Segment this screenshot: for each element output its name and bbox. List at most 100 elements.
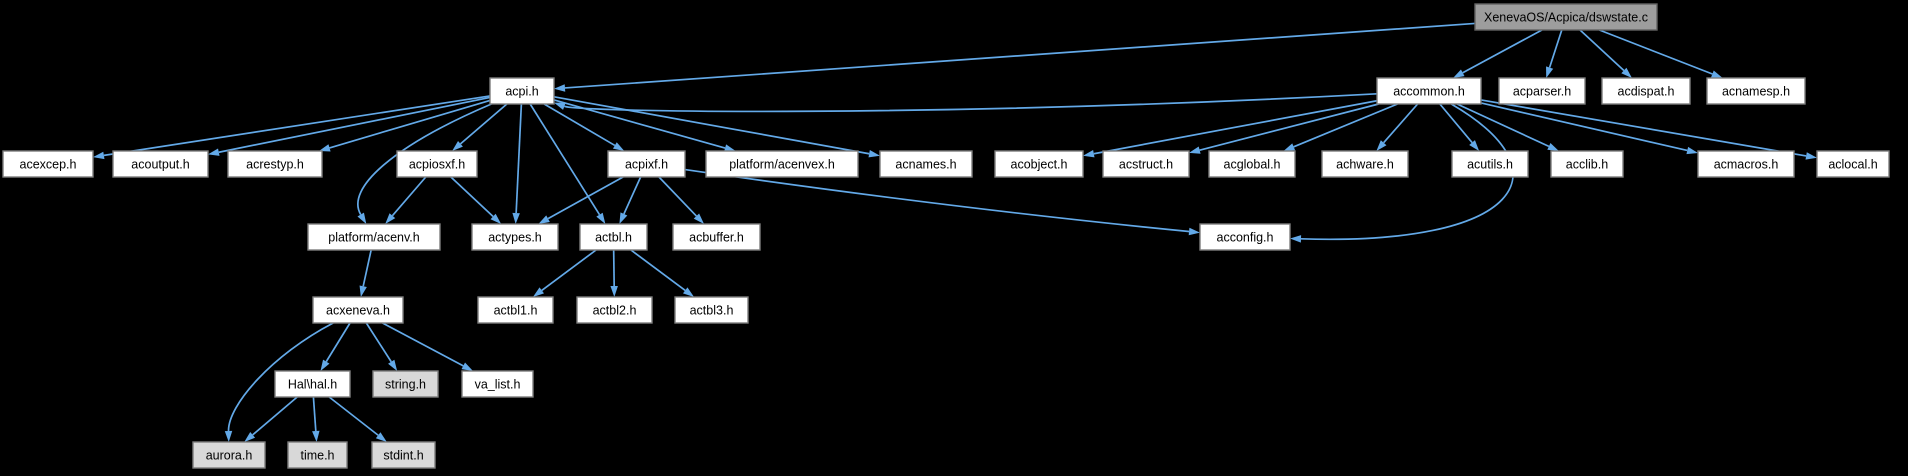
graph-node-acexcep[interactable]: acexcep.h: [2, 150, 94, 178]
node-label-actypes: actypes.h: [488, 231, 542, 245]
arrowhead-hal-stdint: [375, 432, 387, 442]
arrowhead-accommon-acmacros: [1686, 146, 1698, 155]
graph-node-hal[interactable]: Hal\hal.h: [274, 370, 351, 398]
node-box-acenv[interactable]: [307, 223, 441, 251]
graph-node-accommon[interactable]: accommon.h: [1376, 77, 1482, 105]
node-box-actbl1[interactable]: [477, 296, 554, 324]
graph-node-acnamesp[interactable]: acnamesp.h: [1706, 77, 1806, 105]
graph-node-acpiosxf[interactable]: acpiosxf.h: [396, 150, 478, 178]
node-box-acparser[interactable]: [1498, 77, 1586, 105]
graph-node-actbl3[interactable]: actbl3.h: [674, 296, 749, 324]
node-box-time[interactable]: [287, 441, 348, 469]
node-box-acrestyp[interactable]: [227, 150, 323, 178]
node-box-actbl[interactable]: [579, 223, 648, 251]
node-box-acxeneva[interactable]: [312, 296, 404, 324]
edge-acxeneva-va_list: [382, 322, 464, 367]
node-box-acpiosxf[interactable]: [396, 150, 478, 178]
node-box-aurora[interactable]: [192, 441, 266, 469]
graph-node-acobject[interactable]: acobject.h: [994, 150, 1084, 178]
node-box-acexcep[interactable]: [2, 150, 94, 178]
node-box-achware[interactable]: [1321, 150, 1409, 178]
graph-node-acenvex[interactable]: platform/acenvex.h: [705, 150, 859, 178]
arrowhead-acpixf-actypes: [538, 215, 550, 224]
arrowhead-accommon-acpi: [554, 102, 566, 110]
graph-node-acrestyp[interactable]: acrestyp.h: [227, 150, 323, 178]
graph-node-actypes[interactable]: actypes.h: [471, 223, 559, 251]
arrowhead-acpiosxf-acenv: [385, 213, 396, 224]
node-label-acenvex: platform/acenvex.h: [729, 158, 835, 172]
graph-node-acmacros[interactable]: acmacros.h: [1697, 150, 1795, 178]
node-box-acnames[interactable]: [879, 150, 973, 178]
graph-node-actbl2[interactable]: actbl2.h: [576, 296, 653, 324]
arrowhead-acpi-actbl: [596, 212, 606, 224]
edge-acxeneva-string: [365, 322, 392, 363]
node-box-va_list[interactable]: [461, 370, 534, 398]
graph-node-acoutput[interactable]: acoutput.h: [112, 150, 209, 178]
node-box-acpixf[interactable]: [607, 150, 686, 178]
graph-node-aclocal[interactable]: aclocal.h: [1816, 150, 1890, 178]
node-box-acobject[interactable]: [994, 150, 1084, 178]
node-box-acconfig[interactable]: [1199, 223, 1291, 251]
node-label-string: string.h: [385, 378, 426, 392]
arrowhead-accommon-acconfig: [1290, 235, 1302, 243]
edge-accommon-acclib: [1456, 103, 1550, 148]
node-box-actbl3[interactable]: [674, 296, 749, 324]
graph-node-acnames[interactable]: acnames.h: [879, 150, 973, 178]
node-label-acexcep: acexcep.h: [20, 158, 77, 172]
graph-node-va_list[interactable]: va_list.h: [461, 370, 534, 398]
graph-node-acpixf[interactable]: acpixf.h: [607, 150, 686, 178]
graph-node-acbuffer[interactable]: acbuffer.h: [672, 223, 761, 251]
arrowhead-acxeneva-aurora: [224, 430, 233, 442]
arrowhead-dswstate-acnamesp: [1711, 70, 1723, 78]
graph-node-acconfig[interactable]: acconfig.h: [1199, 223, 1291, 251]
graph-node-time[interactable]: time.h: [287, 441, 348, 469]
node-box-stdint[interactable]: [371, 441, 436, 469]
arrowhead-accommon-acglobal: [1283, 143, 1296, 151]
node-box-aclocal[interactable]: [1816, 150, 1890, 178]
graph-node-achware[interactable]: achware.h: [1321, 150, 1409, 178]
node-box-actypes[interactable]: [471, 223, 559, 251]
node-box-acutils[interactable]: [1451, 150, 1529, 178]
node-box-accommon[interactable]: [1376, 77, 1482, 105]
graph-node-acdispat[interactable]: acdispat.h: [1601, 77, 1691, 105]
node-box-string[interactable]: [372, 370, 439, 398]
graph-node-acutils[interactable]: acutils.h: [1451, 150, 1529, 178]
node-box-acoutput[interactable]: [112, 150, 209, 178]
node-box-acdispat[interactable]: [1601, 77, 1691, 105]
edge-acxeneva-hal: [325, 322, 351, 363]
edge-acxeneva-aurora: [227, 322, 334, 432]
graph-node-dswstate[interactable]: XenevaOS/Acpica/dswstate.c: [1474, 3, 1658, 31]
node-box-acglobal[interactable]: [1208, 150, 1296, 178]
node-box-acstruct[interactable]: [1102, 150, 1190, 178]
node-label-actbl2: actbl2.h: [593, 304, 637, 318]
graph-node-acstruct[interactable]: acstruct.h: [1102, 150, 1190, 178]
graph-node-acpi[interactable]: acpi.h: [489, 77, 555, 105]
graph-node-acparser[interactable]: acparser.h: [1498, 77, 1586, 105]
graph-node-acglobal[interactable]: acglobal.h: [1208, 150, 1296, 178]
node-label-va_list: va_list.h: [475, 378, 521, 392]
node-box-acenvex[interactable]: [705, 150, 859, 178]
graph-node-actbl[interactable]: actbl.h: [579, 223, 648, 251]
graph-node-acenv[interactable]: platform/acenv.h: [307, 223, 441, 251]
edge-acpi-acnames: [553, 95, 870, 155]
node-layer: XenevaOS/Acpica/dswstate.c acpi.h accommon…: [2, 3, 1890, 469]
node-box-actbl2[interactable]: [576, 296, 653, 324]
node-label-acpixf: acpixf.h: [625, 158, 668, 172]
node-box-acnamesp[interactable]: [1706, 77, 1806, 105]
node-box-dswstate[interactable]: [1474, 3, 1658, 31]
node-box-hal[interactable]: [274, 370, 351, 398]
graph-node-string[interactable]: string.h: [372, 370, 439, 398]
node-box-acmacros[interactable]: [1697, 150, 1795, 178]
graph-node-stdint[interactable]: stdint.h: [371, 441, 436, 469]
node-label-acconfig: acconfig.h: [1217, 231, 1274, 245]
graph-node-acxeneva[interactable]: acxeneva.h: [312, 296, 404, 324]
node-box-acclib[interactable]: [1550, 150, 1624, 178]
node-box-acpi[interactable]: [489, 77, 555, 105]
graph-node-acclib[interactable]: acclib.h: [1550, 150, 1624, 178]
graph-node-aurora[interactable]: aurora.h: [192, 441, 266, 469]
arrowhead-acenv-acxeneva: [359, 285, 367, 297]
node-box-acbuffer[interactable]: [672, 223, 761, 251]
graph-node-actbl1[interactable]: actbl1.h: [477, 296, 554, 324]
arrowhead-acpi-actypes: [512, 212, 520, 224]
